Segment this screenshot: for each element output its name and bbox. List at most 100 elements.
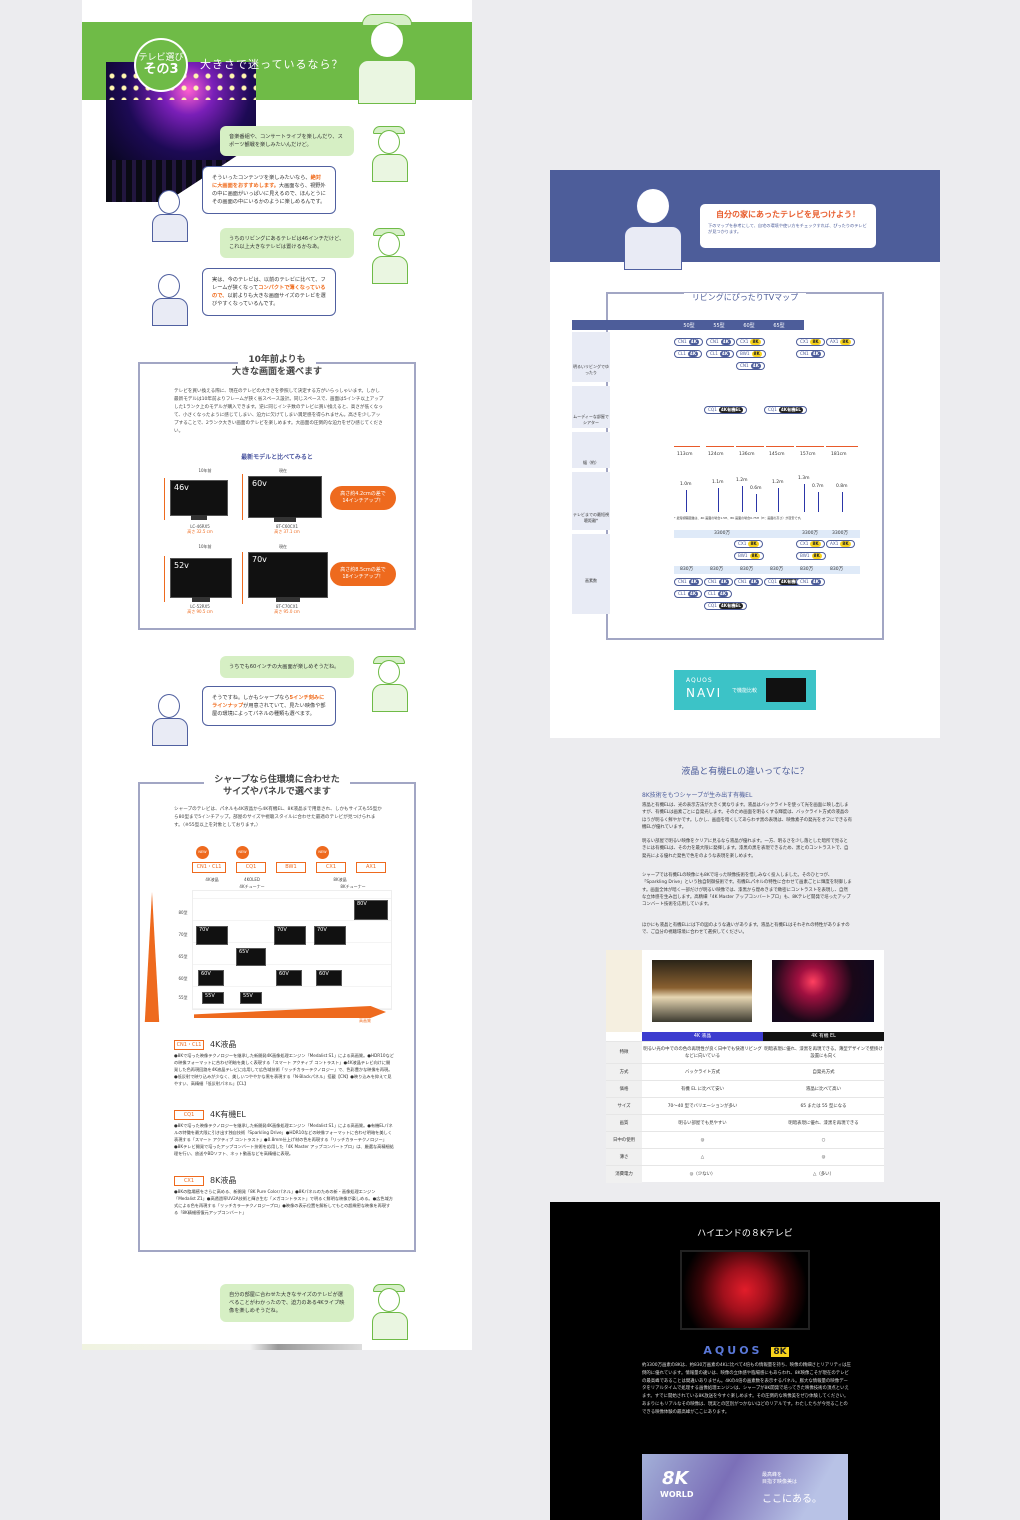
aquos-navi-button[interactable]: AQUOS NAVI で機能比較 xyxy=(674,670,816,710)
comparison-table: 4K 液晶 4K 有機 EL 特徴明るい光の中でのの色の再現性が良く日中でも快適… xyxy=(606,950,884,1183)
old-tv-label: 10年前 xyxy=(198,544,212,549)
lineup-tv-60: 60V xyxy=(198,970,224,986)
distance-note: * 最短視聴距離は、4K 画面の場合1.5H、8K 画面の場合0.75H（H：画… xyxy=(674,516,804,520)
table-row: 消費電力◎（少ない）△（多い） xyxy=(606,1165,884,1183)
panel-label: 4KOLED xyxy=(244,877,260,882)
table-row: 薄さ△◎ xyxy=(606,1148,884,1166)
size-up-callout: 高さ約8.5cmの差で 18インチアップ！ xyxy=(330,562,396,586)
width-label: 157cm xyxy=(800,452,816,457)
old-tv-label: 10年前 xyxy=(198,468,212,473)
feature-tag: CX1 xyxy=(174,1176,204,1186)
new-badge: NEW xyxy=(316,846,329,859)
staff-man-illustration xyxy=(148,184,192,244)
new-tv-label: 現在 xyxy=(279,544,287,549)
size-axis-label: 大画面 xyxy=(159,908,164,920)
map-column-header: 60型 xyxy=(743,323,755,329)
staff-man-illustration xyxy=(148,268,192,328)
table-row: 画質明るい部屋でも見やすい明暗表現に優れ、漆黒を再現できる xyxy=(606,1114,884,1132)
section-badge: テレビ選び その3 xyxy=(134,38,188,92)
distance-label: 0.7m xyxy=(812,484,824,489)
map-column-header: 80型 xyxy=(835,323,847,329)
width-label: 136cm xyxy=(739,452,755,457)
feature-text: ●8Kで培った映像テクノロジーを継承した新開発4K画像処理エンジン「Medali… xyxy=(174,1053,394,1086)
box-title-line2: サイズやパネルで選べます xyxy=(223,787,331,797)
feature-tag: CQ1 xyxy=(174,1110,204,1120)
panel-label: 8K液晶 xyxy=(333,877,347,882)
panel-label: 4K液晶 xyxy=(205,877,219,882)
feature-title: 8K液晶 xyxy=(210,1176,237,1185)
compare-heading: 最新モデルと比べてみると xyxy=(241,454,313,461)
lineup-tv-55: 55V xyxy=(202,992,224,1004)
distance-label: 1.1m xyxy=(712,480,724,485)
user-man-illustration xyxy=(368,226,412,286)
right-page: 自分の家にあったテレビを見つけよう！ 下のマップを参考にして、自宅の環境や使い方… xyxy=(550,170,940,1520)
8k-world-banner[interactable]: 8K WORLD 最高峰を 目指す映像美は ここにある。 xyxy=(642,1454,848,1520)
feature-text: ●8Kで培った映像テクノロジーを継承した新開発4K画像処理エンジン「Medali… xyxy=(174,1123,394,1156)
tv-old-52: 52v xyxy=(170,558,232,602)
guide-man-illustration xyxy=(352,14,422,104)
lineup-tv-70: 70V xyxy=(314,926,346,945)
8k-section-title: ハイエンドの８Kテレビ xyxy=(697,1229,793,1239)
tv-map-title: リビングにぴったりTVマップ xyxy=(683,293,807,302)
model-tag-cx1: CX1 xyxy=(316,862,346,873)
tv-map-header-row xyxy=(572,320,804,330)
width-label: 181cm xyxy=(831,452,847,457)
model-tag-bw1: BW1 xyxy=(276,862,306,873)
table-row: 日中の使用◎○ xyxy=(606,1131,884,1149)
map-column-header: 65型 xyxy=(773,323,785,329)
pixels-8k-band: 3300万 3300万 3300万 xyxy=(674,530,860,538)
oled-column-header: 4K 有機 EL xyxy=(763,1032,884,1041)
model-tag-ax1: AX1 xyxy=(356,862,386,873)
size-row-label: 55型 xyxy=(178,995,188,1000)
lcd-oled-paragraph: 明るい部屋で明るい映像をクリアに見るなら液晶が優れます。一方、明るさを少し落とし… xyxy=(642,839,849,859)
bottom-photo-strip xyxy=(82,1344,362,1350)
tv-finder-title: 自分の家にあったテレビを見つけよう！ xyxy=(716,210,860,219)
lineup-tv-65: 65V xyxy=(236,948,266,966)
size-row-label: 70型 xyxy=(178,932,188,937)
lcd-column-header: 4K 液晶 xyxy=(642,1032,763,1041)
lineup-tv-80: 80V xyxy=(354,900,388,920)
aquos-8k-logo: AQUOS 8K xyxy=(703,1344,789,1357)
lineup-tv-55: 55V xyxy=(240,992,262,1004)
8k-tv-image xyxy=(680,1250,810,1330)
lcd-tv-image xyxy=(652,960,752,1022)
size-row-label: 65型 xyxy=(178,954,188,959)
box-title-line1: 10年前よりも xyxy=(238,355,316,365)
chat-bubble-staff: そういったコンテンツを楽しみたいなら、絶対に大画面をおすすめします。大画面なら、… xyxy=(202,166,336,214)
feature-title: 4K有機EL xyxy=(210,1110,246,1119)
map-row-label: 幅（約） xyxy=(572,432,610,468)
tv-icon xyxy=(766,678,806,702)
tv-finder-subtitle: 下のマップを参考にして、自宅の環境や使い方をチェックすれば、ぴったりのテレビが見… xyxy=(708,223,867,234)
badge-line1: テレビ選び xyxy=(138,53,184,63)
table-row: 特徴明るい光の中でのの色の再現性が良く日中でも快適リビングなどに向いている明暗表… xyxy=(606,1041,884,1064)
screen-size-box: 10年前よりも 大きな画面を選べます テレビを買い換える際に、現在のテレビの大き… xyxy=(138,355,416,630)
badge-line2: その3 xyxy=(143,62,179,77)
feature-text: ●8Kの臨場感をさらに高める、新開発「8K Pure Colorパネル」●8Kパ… xyxy=(174,1189,393,1215)
width-label: 113cm xyxy=(677,452,693,457)
chat-bubble-staff: 実は、今のテレビは、以前のテレビに比べて、フレームが狭くなってコンパクトで薄くな… xyxy=(202,268,336,316)
new-tv-label: 現在 xyxy=(279,468,287,473)
user-man-illustration xyxy=(368,124,412,184)
box-body-text: シャープのテレビは、パネルも4K液晶から4K有機EL、8K液晶まで用意され、しか… xyxy=(174,807,382,828)
